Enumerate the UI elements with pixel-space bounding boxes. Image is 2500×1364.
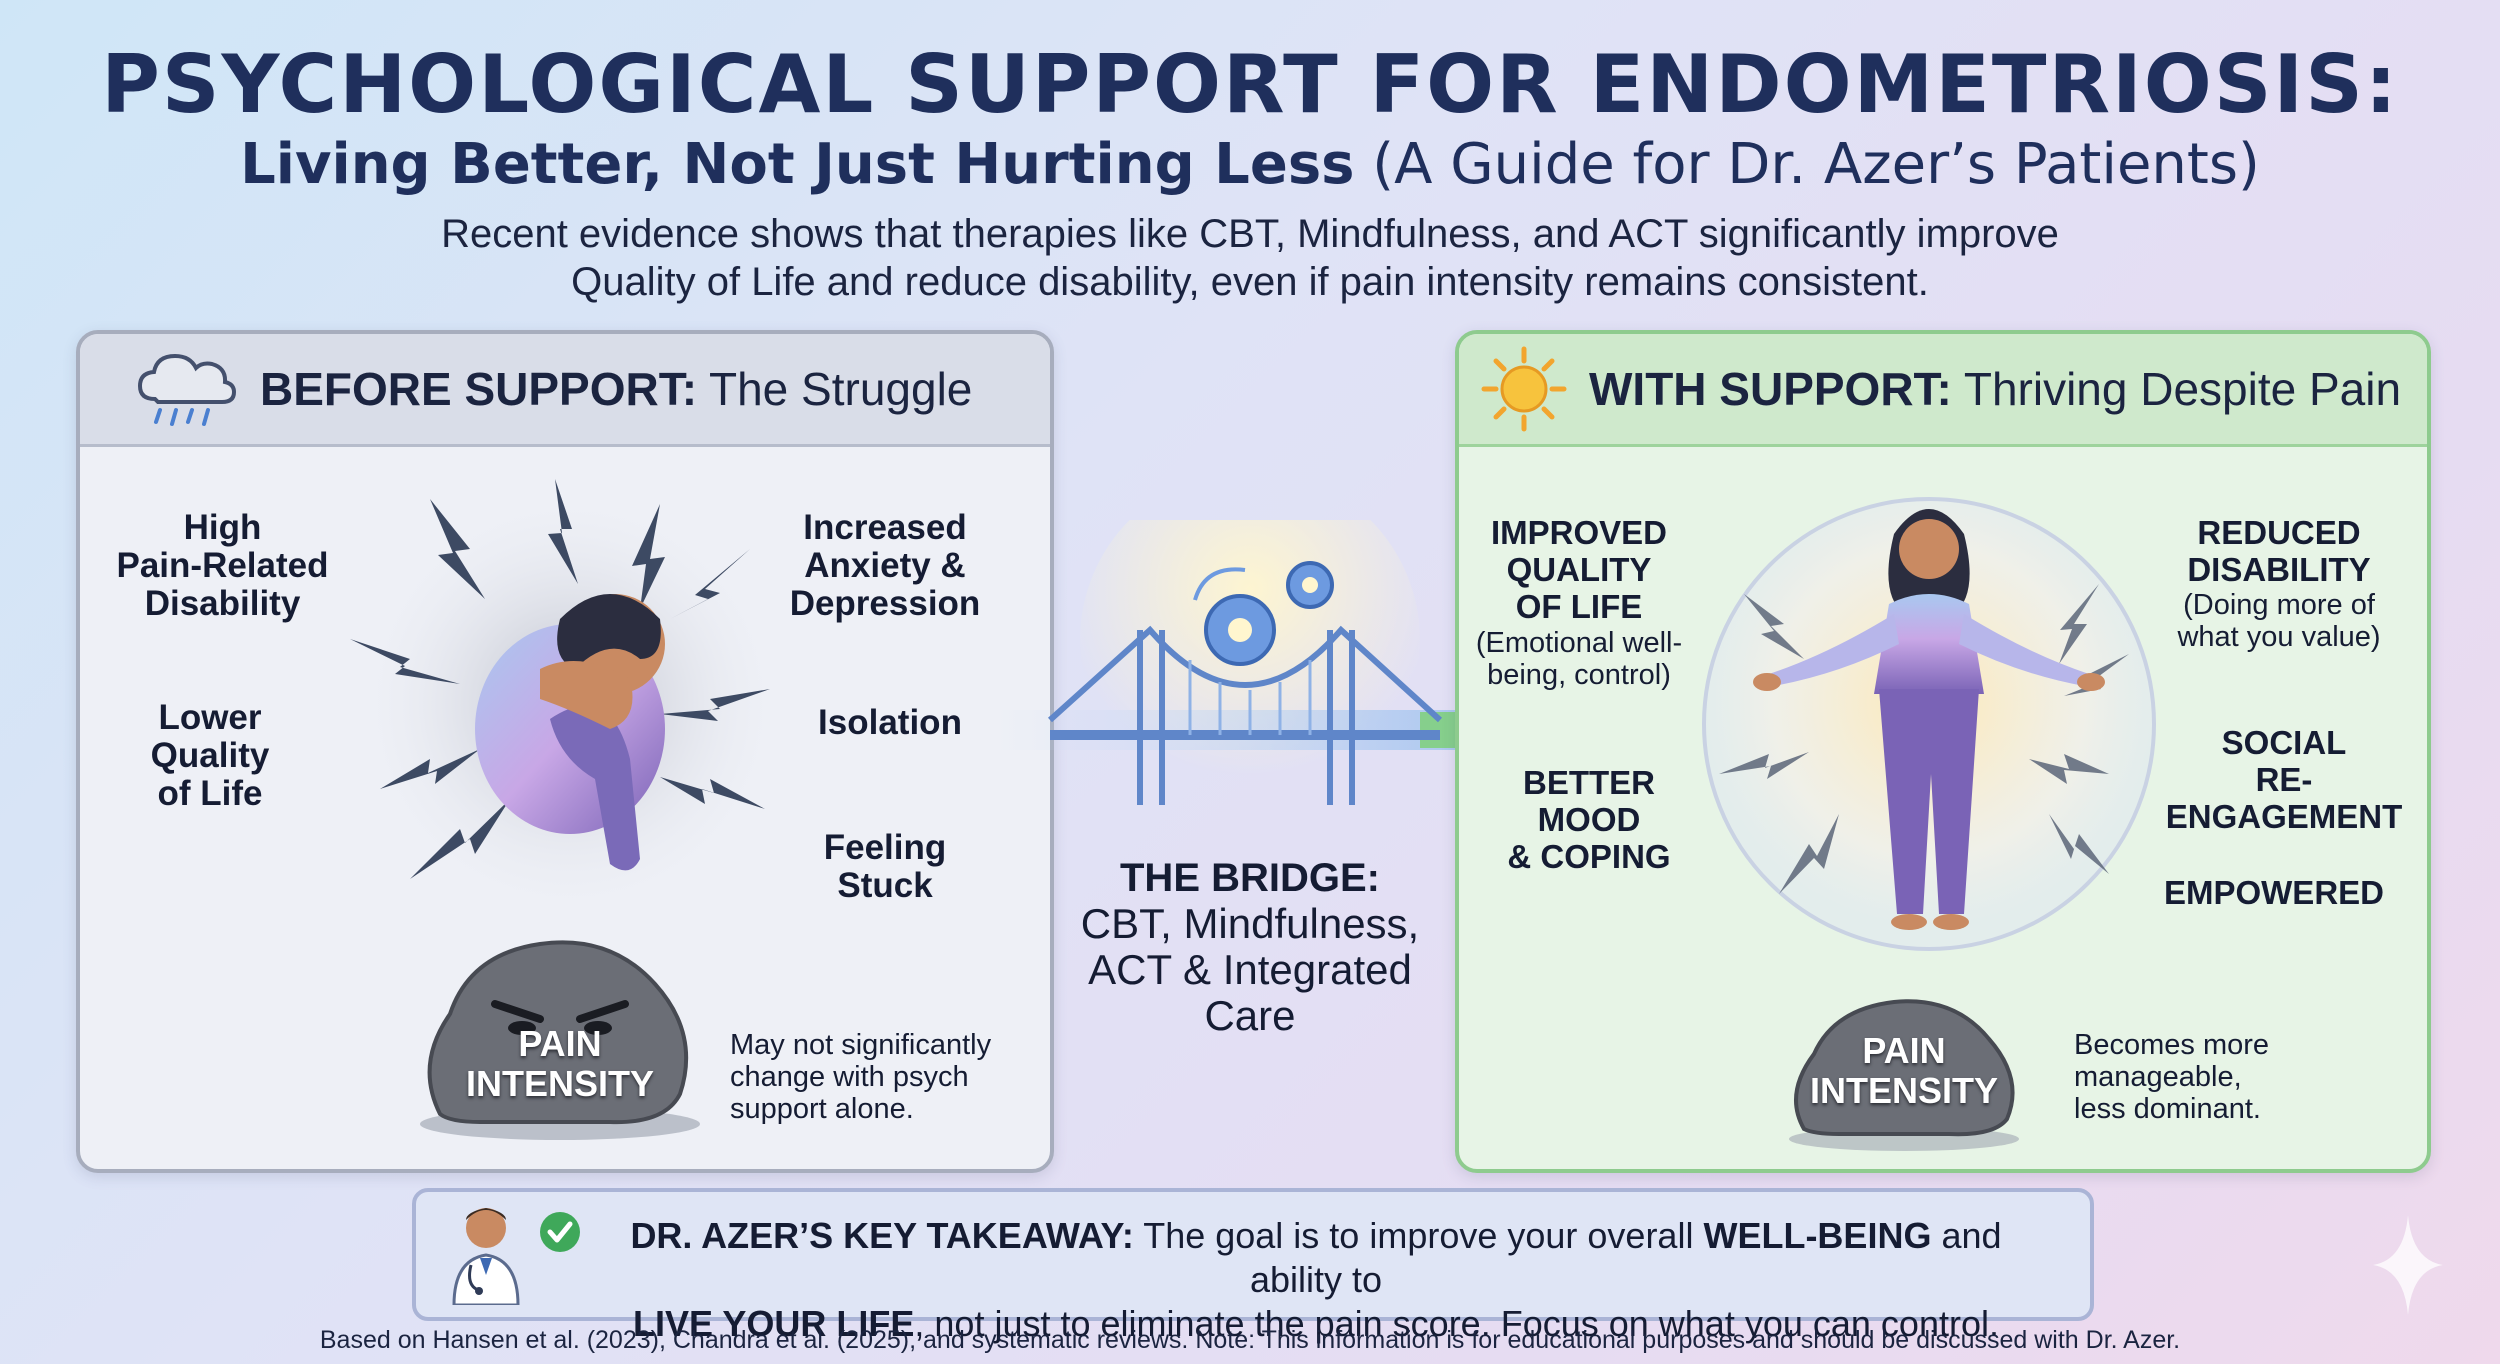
intro-line-1: Recent evidence shows that therapies lik… [441, 212, 2059, 256]
subtitle-bold: Living Better, Not Just Hurting Less [240, 132, 1355, 197]
bridge-line-2: ACT & Integrated [1088, 946, 1412, 993]
label-empowered: EMPOWERED [2163, 874, 2384, 911]
page-subtitle: Living Better, Not Just Hurting Less (A … [0, 132, 2500, 197]
takeaway-text: DR. AZER’S KEY TAKEAWAY: The goal is to … [591, 1214, 2041, 1346]
before-header-bold: BEFORE SUPPORT: [260, 363, 698, 415]
after-panel-header: WITH SUPPORT: Thriving Despite Pain [1459, 334, 2427, 447]
takeaway-part3: , not just to eliminate the pain score. … [914, 1303, 1999, 1344]
before-panel-header: BEFORE SUPPORT: The Struggle [80, 334, 1050, 447]
note-improved-qol: (Emotional well-being, control) [1475, 627, 1683, 691]
lightning-icon [350, 479, 770, 879]
intro-line-2: Quality of Life and reduce disability, e… [571, 260, 1929, 304]
standing-figure [1753, 509, 2105, 930]
takeaway-live: LIVE YOUR LIFE [633, 1303, 915, 1344]
pain-rock-calm [1789, 999, 2019, 1151]
struggle-illustration [350, 479, 785, 919]
after-header-bold: WITH SUPPORT: [1589, 363, 1952, 415]
takeaway-wellbeing: WELL-BEING [1703, 1215, 1932, 1256]
pain-rock-angry [420, 940, 700, 1140]
bridge-heading: THE BRIDGE: [1120, 856, 1380, 900]
key-takeaway-box: DR. AZER’S KEY TAKEAWAY: The goal is to … [412, 1188, 2094, 1344]
check-icon [540, 1212, 580, 1252]
huddled-figure [475, 594, 665, 871]
after-header-rest: Thriving Despite Pain [1963, 363, 2402, 415]
lightning-icon [1719, 584, 2129, 894]
bridge-line-1: CBT, Mindfulness, [1080, 900, 1420, 947]
takeaway-lead: DR. AZER’S KEY TAKEAWAY: [630, 1215, 1134, 1256]
thriving-illustration [1702, 497, 2156, 951]
takeaway-part1: The goal is to improve your overall [1143, 1215, 1694, 1256]
bridge-illustration [990, 520, 1533, 810]
sun-icon [1481, 346, 1567, 432]
takeaway-part2: and ability to [1249, 1215, 2002, 1300]
bridge-text: THE BRIDGE: CBT, Mindfulness, ACT & Inte… [1040, 855, 1460, 1039]
bridge-line-3: Care [1204, 992, 1296, 1039]
with-support-panel: WITH SUPPORT: Thriving Despite Pain [1455, 330, 2431, 1173]
page-title: PSYCHOLOGICAL SUPPORT FOR ENDOMETRIOSIS: [101, 38, 2399, 131]
subtitle-rest: (A Guide for Dr. Azer’s Patients) [1372, 132, 2260, 197]
label-isolation: Isolation [818, 703, 962, 742]
gear-icon [1193, 561, 1334, 666]
before-header-rest: The Struggle [709, 363, 973, 415]
before-support-panel: BEFORE SUPPORT: The Struggle [76, 330, 1054, 1173]
footnote: Based on Hansen et al. (2023), Chandra e… [319, 1326, 2181, 1354]
intro-text: Recent evidence shows that therapies lik… [300, 210, 2200, 306]
rain-cloud-icon [137, 353, 237, 426]
doctor-icon [452, 1208, 520, 1305]
sparkle-icon [2373, 1215, 2443, 1315]
